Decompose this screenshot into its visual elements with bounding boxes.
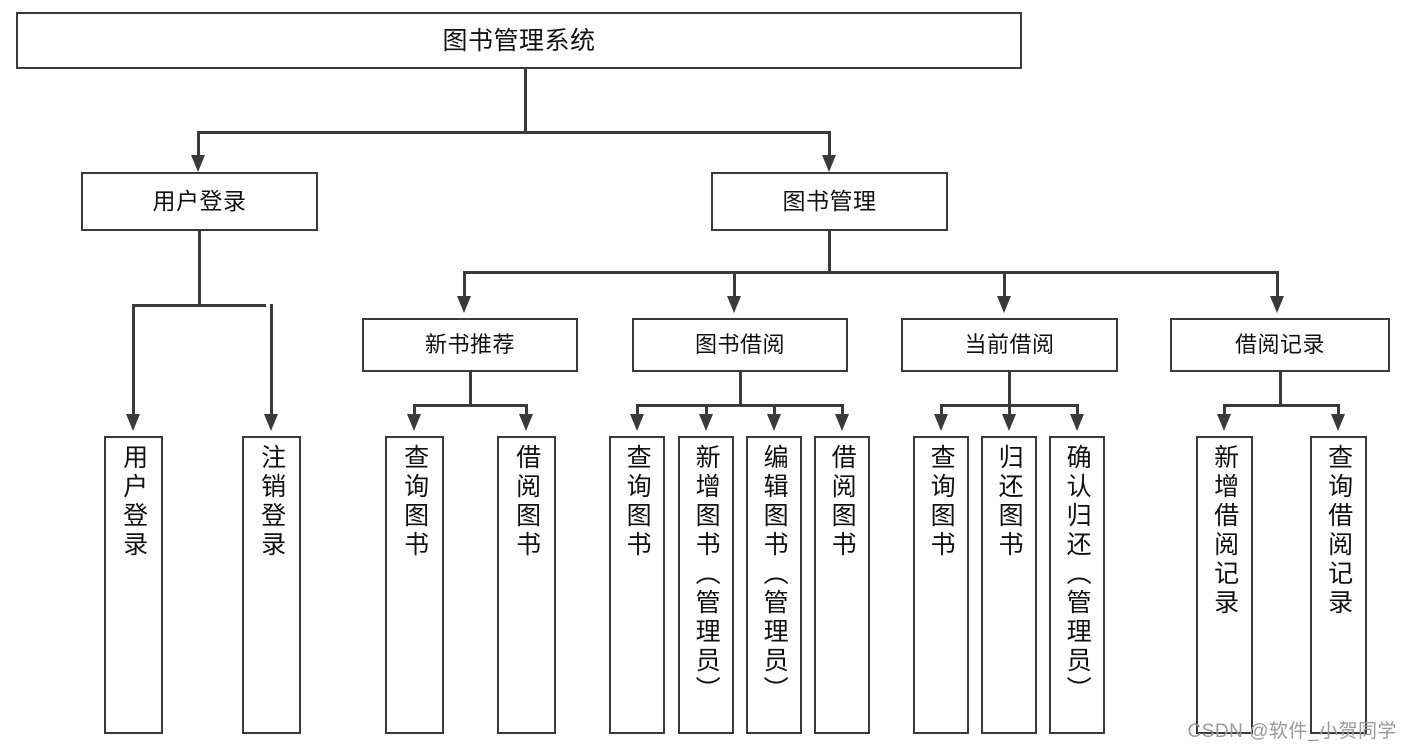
connector-book-manage-child-2 [733, 271, 736, 299]
arrowhead-leaf-add-record [1217, 414, 1231, 431]
connector-book-borrow-child-4 [841, 404, 844, 418]
connector-root-to-user-login [197, 131, 200, 159]
leaf-edit-book-label: 编辑图书（管理员） [760, 444, 789, 705]
arrowhead-leaf-logout [264, 414, 278, 431]
node-book-manage[interactable]: 图书管理 [711, 172, 948, 231]
arrowhead-leaf-query-book-3 [934, 414, 948, 431]
connector-current-borrow-child-3 [1076, 404, 1079, 418]
leaf-query-book-3-label: 查询图书 [927, 444, 956, 560]
node-root[interactable]: 图书管理系统 [16, 12, 1022, 69]
arrowhead-book-manage [822, 155, 836, 172]
connector-user-login-child-1 [132, 304, 135, 418]
node-book-manage-label: 图书管理 [782, 187, 877, 214]
connector-book-manage-child-3 [1003, 271, 1006, 299]
connector-book-borrow-child-3 [773, 404, 776, 418]
leaf-confirm-return[interactable]: 确认归还（管理员） [1049, 436, 1105, 734]
connector-user-login-child-2 [270, 304, 273, 418]
arrowhead-leaf-user-login [126, 414, 140, 431]
connector-borrow-record-child-2 [1337, 404, 1340, 418]
connector-book-manage-bus [463, 271, 1278, 274]
connector-new-book-rec-bus [413, 404, 527, 407]
node-borrow-record-label: 借阅记录 [1234, 331, 1325, 357]
arrowhead-new-book-rec [457, 296, 471, 313]
leaf-user-login[interactable]: 用户登录 [104, 436, 163, 734]
leaf-add-book[interactable]: 新增图书（管理员） [678, 436, 734, 734]
connector-borrow-record-child-1 [1223, 404, 1226, 418]
connector-new-book-rec-drop [469, 372, 472, 406]
node-user-login[interactable]: 用户登录 [81, 172, 318, 231]
node-book-borrow-label: 图书借阅 [694, 331, 785, 357]
leaf-edit-book[interactable]: 编辑图书（管理员） [746, 436, 802, 734]
connector-book-borrow-bus [636, 404, 844, 407]
arrowhead-leaf-borrow-book-2 [835, 414, 849, 431]
leaf-add-record-label: 新增借阅记录 [1210, 444, 1239, 618]
connector-user-login-bus [132, 304, 266, 307]
leaf-query-book-2-label: 查询图书 [623, 444, 652, 560]
node-book-borrow[interactable]: 图书借阅 [632, 318, 848, 372]
connector-current-borrow-child-1 [940, 404, 943, 418]
arrowhead-leaf-query-record [1331, 414, 1345, 431]
connector-root-drop [524, 69, 527, 132]
node-new-book-rec[interactable]: 新书推荐 [362, 318, 578, 372]
leaf-query-book-3[interactable]: 查询图书 [913, 436, 969, 734]
leaf-borrow-book-1-label: 借阅图书 [512, 444, 541, 560]
arrowhead-leaf-borrow-book-1 [519, 414, 533, 431]
connector-new-book-rec-child-2 [525, 404, 528, 418]
arrowhead-leaf-edit-book [767, 414, 781, 431]
node-new-book-rec-label: 新书推荐 [424, 331, 515, 357]
leaf-query-book-2[interactable]: 查询图书 [609, 436, 665, 734]
leaf-add-book-label: 新增图书（管理员） [692, 444, 721, 705]
arrowhead-current-borrow [997, 296, 1011, 313]
leaf-borrow-book-2[interactable]: 借阅图书 [814, 436, 870, 734]
connector-book-borrow-child-2 [705, 404, 708, 418]
arrowhead-leaf-confirm-return [1070, 414, 1084, 431]
leaf-logout[interactable]: 注销登录 [242, 436, 301, 734]
arrowhead-borrow-record [1270, 296, 1284, 313]
connector-book-borrow-child-1 [636, 404, 639, 418]
leaf-borrow-book-2-label: 借阅图书 [828, 444, 857, 560]
leaf-return-book[interactable]: 归还图书 [981, 436, 1037, 734]
leaf-return-book-label: 归还图书 [995, 444, 1024, 560]
arrowhead-leaf-return-book [1002, 414, 1016, 431]
connector-new-book-rec-child-1 [413, 404, 416, 418]
connector-borrow-record-drop [1279, 372, 1282, 406]
arrowhead-user-login [191, 155, 205, 172]
connector-book-manage-drop [828, 231, 831, 273]
connector-book-manage-child-4 [1276, 271, 1279, 299]
node-current-borrow-label: 当前借阅 [964, 331, 1055, 357]
leaf-query-record-label: 查询借阅记录 [1324, 444, 1353, 618]
node-root-label: 图书管理系统 [442, 26, 596, 55]
connector-root-bus [197, 131, 829, 134]
leaf-query-record[interactable]: 查询借阅记录 [1310, 436, 1367, 734]
arrowhead-leaf-add-book [699, 414, 713, 431]
connector-book-manage-child-1 [463, 271, 466, 299]
arrowhead-leaf-query-book-2 [630, 414, 644, 431]
leaf-query-book-1[interactable]: 查询图书 [385, 436, 444, 734]
connector-book-borrow-drop [739, 372, 742, 406]
connector-borrow-record-bus [1223, 404, 1339, 407]
arrowhead-leaf-query-book-1 [407, 414, 421, 431]
leaf-query-book-1-label: 查询图书 [400, 444, 429, 560]
arrowhead-book-borrow [727, 296, 741, 313]
leaf-logout-label: 注销登录 [257, 444, 286, 560]
leaf-borrow-book-1[interactable]: 借阅图书 [497, 436, 556, 734]
connector-current-borrow-drop [1008, 372, 1011, 406]
node-current-borrow[interactable]: 当前借阅 [901, 318, 1118, 372]
connector-root-to-book-manage [828, 131, 831, 159]
leaf-confirm-return-label: 确认归还（管理员） [1063, 444, 1092, 705]
node-user-login-label: 用户登录 [152, 187, 247, 214]
leaf-add-record[interactable]: 新增借阅记录 [1196, 436, 1253, 734]
connector-current-borrow-child-2 [1008, 404, 1011, 418]
leaf-user-login-label: 用户登录 [119, 444, 148, 560]
connector-user-login-drop [198, 231, 201, 306]
node-borrow-record[interactable]: 借阅记录 [1170, 318, 1390, 372]
